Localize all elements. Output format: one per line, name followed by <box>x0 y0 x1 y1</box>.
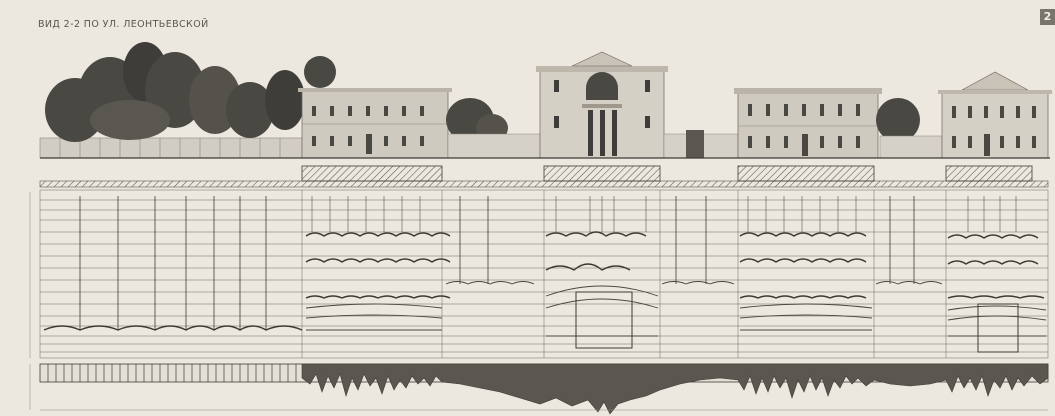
gate-1 <box>686 130 704 158</box>
hatched-band <box>39 165 1049 188</box>
building-4 <box>938 71 1052 159</box>
street-elevation <box>39 42 1052 159</box>
rhythm-verticals <box>79 196 915 330</box>
building-2-central <box>536 51 668 159</box>
wall-1 <box>447 133 541 159</box>
sheet-number-badge: 2 <box>1040 9 1055 25</box>
thin-curves <box>305 281 1047 337</box>
tree-group-left <box>45 42 336 142</box>
profile-silhouette <box>301 363 1049 415</box>
tree-group-right <box>876 98 920 142</box>
wall-3 <box>879 135 943 159</box>
rhythm-curves <box>43 231 1045 331</box>
sheet-title: ВИД 2-2 ПО УЛ. ЛЕОНТЬЕВСКОЙ <box>38 19 209 30</box>
analysis-grid <box>29 189 1049 359</box>
level-blocks <box>575 291 1019 353</box>
window-rhythm-verticals <box>311 196 1017 232</box>
building-3 <box>734 88 882 159</box>
building-1 <box>298 88 452 159</box>
bottom-profile <box>29 363 1049 415</box>
fence-posts <box>59 138 281 158</box>
